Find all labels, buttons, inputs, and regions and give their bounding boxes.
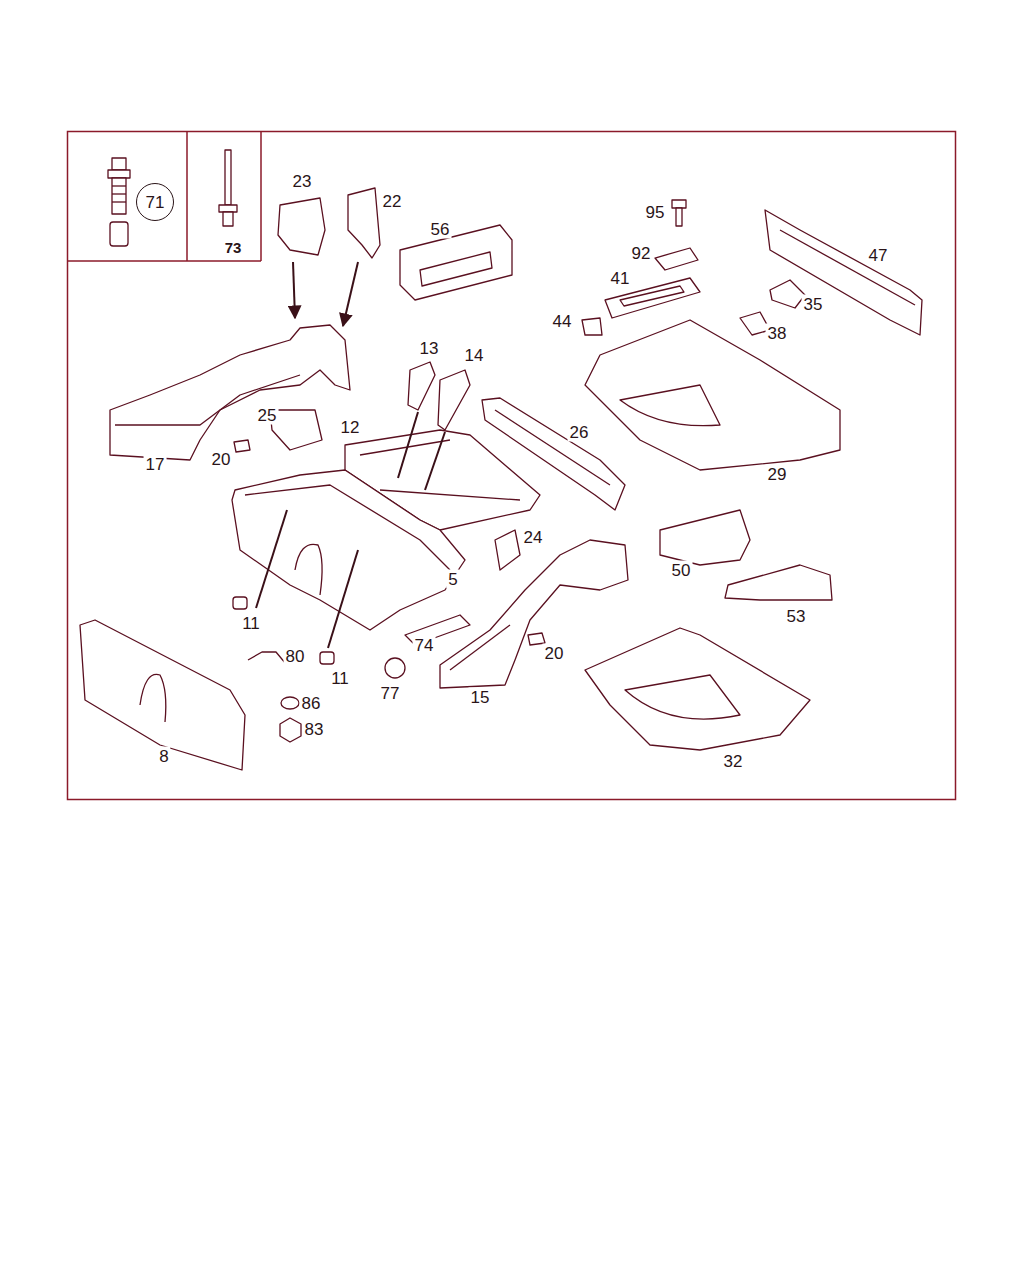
callout-number: 25 bbox=[256, 406, 279, 425]
callout-number: 73 bbox=[225, 240, 242, 255]
callout-number: 74 bbox=[413, 636, 436, 655]
callout-circle: 71 bbox=[136, 183, 174, 221]
callout-number: 24 bbox=[522, 528, 545, 547]
callout-number: 50 bbox=[670, 561, 693, 580]
callout-number: 53 bbox=[785, 607, 808, 626]
callout-number: 80 bbox=[284, 647, 307, 666]
callout-number: 20 bbox=[210, 450, 233, 469]
callout-number: 29 bbox=[766, 465, 789, 484]
callout-number: 15 bbox=[469, 688, 492, 707]
callout-number: 38 bbox=[766, 324, 789, 343]
callout-number: 23 bbox=[291, 172, 314, 191]
callout-number: 32 bbox=[722, 752, 745, 771]
callout-number: 12 bbox=[339, 418, 362, 437]
callout-number: 8 bbox=[157, 747, 170, 766]
callout-number: 11 bbox=[329, 669, 351, 688]
callout-number: 22 bbox=[381, 192, 404, 211]
callout-number: 20 bbox=[543, 644, 566, 663]
callout-number: 44 bbox=[551, 312, 574, 331]
callout-number: 92 bbox=[630, 244, 653, 263]
callout-number: 71 bbox=[146, 194, 165, 211]
callout-number: 86 bbox=[300, 694, 323, 713]
callout-number: 41 bbox=[609, 269, 632, 288]
callout-number: 13 bbox=[418, 339, 441, 358]
callout-number: 77 bbox=[379, 684, 402, 703]
callout-number: 35 bbox=[802, 295, 825, 314]
callout-number: 26 bbox=[568, 423, 591, 442]
callout-number: 14 bbox=[463, 346, 486, 365]
callout-number: 17 bbox=[144, 455, 167, 474]
callout-number: 95 bbox=[644, 203, 667, 222]
callout-number: 47 bbox=[867, 246, 890, 265]
callout-number: 11 bbox=[240, 614, 262, 633]
inset-box: 73 bbox=[189, 133, 259, 259]
callout-number: 83 bbox=[303, 720, 326, 739]
callout-number: 5 bbox=[446, 570, 459, 589]
callout-number: 56 bbox=[429, 220, 452, 239]
